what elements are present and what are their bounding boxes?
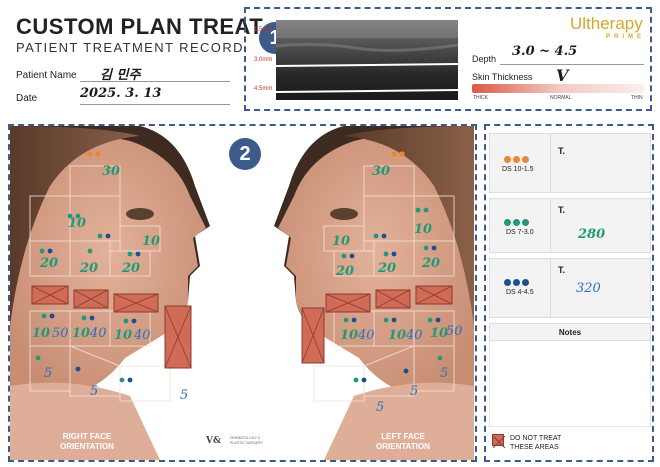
right-zone-jaw1-blue[interactable]: 50 bbox=[52, 326, 69, 341]
thin-label: THIN bbox=[631, 95, 643, 101]
left-zone-neck2-value[interactable]: 5 bbox=[410, 384, 419, 399]
thick-label: THICK bbox=[473, 95, 488, 101]
left-zone-jaw3-blue[interactable]: 50 bbox=[446, 324, 463, 339]
scale-label-mid: 3.0mm bbox=[254, 57, 273, 63]
notes-area[interactable] bbox=[489, 341, 651, 427]
do-not-treat-line1: DO NOT TREAT bbox=[510, 435, 562, 442]
legend-ds-2: DS 7-3.0 bbox=[506, 229, 534, 236]
right-zone-jaw2-blue[interactable]: 40 bbox=[90, 326, 107, 341]
normal-label: NORMAL bbox=[550, 95, 572, 101]
right-zone-forehead-value[interactable]: 30 bbox=[102, 164, 121, 179]
left-face-caption-line1: LEFT FACE bbox=[381, 432, 425, 441]
right-face-caption-line2: ORIENTATION bbox=[60, 442, 114, 451]
page-subtitle: PATIENT TREATMENT RECORD bbox=[16, 40, 244, 55]
depth-line bbox=[500, 64, 644, 65]
right-zone-eye-value[interactable]: 10 bbox=[142, 234, 161, 249]
right-zone-neck1-value[interactable]: 5 bbox=[44, 366, 53, 381]
legend-dots-green bbox=[504, 213, 531, 231]
right-zone-cheek1-value[interactable]: 20 bbox=[40, 256, 59, 271]
section-3-frame bbox=[484, 124, 654, 462]
left-zone-forehead-value[interactable]: 30 bbox=[372, 164, 391, 179]
notes-header: Notes bbox=[489, 323, 651, 341]
left-zone-eye-value[interactable]: 10 bbox=[332, 234, 351, 249]
clinic-logo-sub: DERMATOLOGY & PLASTIC SURGERY bbox=[230, 436, 263, 445]
left-zone-jaw3-value[interactable]: 10 bbox=[430, 326, 449, 341]
legend-row-2: DS 7-3.0 T. 280 bbox=[489, 198, 651, 253]
right-zone-neck2-value[interactable]: 5 bbox=[90, 384, 99, 399]
left-face-do-not-treat-crosses bbox=[301, 285, 453, 364]
legend-dots-navy bbox=[504, 273, 531, 291]
left-zone-cheek2-value[interactable]: 20 bbox=[378, 261, 397, 276]
left-face-caption-line2: ORIENTATION bbox=[376, 442, 430, 451]
legend-value-2[interactable]: 280 bbox=[578, 227, 606, 242]
patient-name-label: Patient Name bbox=[16, 70, 77, 81]
patient-name-line bbox=[80, 81, 230, 82]
left-zone-cheek1-value[interactable]: 20 bbox=[422, 256, 441, 271]
right-zone-jaw1-value[interactable]: 10 bbox=[32, 326, 51, 341]
left-zone-jaw2-value[interactable]: 10 bbox=[388, 328, 407, 343]
legend-dots-orange bbox=[504, 150, 531, 168]
legend-t-label-1: T. bbox=[558, 146, 566, 156]
left-face-caption: LEFT FACE ORIENTATION bbox=[348, 432, 458, 452]
skin-thickness-label: Skin Thickness bbox=[472, 72, 533, 82]
legend-divider-3 bbox=[550, 259, 551, 317]
legend-row-3: DS 4-4.5 T. 320 bbox=[489, 258, 651, 318]
depth-label: Depth bbox=[472, 54, 497, 64]
section-1-frame bbox=[244, 7, 652, 111]
left-zone-jaw1-value[interactable]: 10 bbox=[340, 328, 359, 343]
left-zone-neck3-value[interactable]: 5 bbox=[376, 400, 385, 415]
do-not-treat-swatch bbox=[492, 434, 506, 449]
legend-t-label-2: T. bbox=[558, 205, 566, 215]
right-zone-cheek3-value[interactable]: 20 bbox=[122, 261, 141, 276]
legend-ds-1: DS 10-1.5 bbox=[502, 166, 534, 173]
left-zone-jaw1-blue[interactable]: 40 bbox=[358, 328, 375, 343]
clinic-logo: V& bbox=[206, 436, 222, 446]
legend-t-label-3: T. bbox=[558, 265, 566, 275]
date-label: Date bbox=[16, 93, 38, 104]
section-2-frame bbox=[8, 124, 477, 462]
legend-divider-2 bbox=[550, 199, 551, 252]
date-line bbox=[80, 104, 230, 105]
left-zone-jaw2-blue[interactable]: 40 bbox=[406, 328, 423, 343]
scale-label-top: 1.5mm bbox=[254, 27, 273, 33]
left-zone-cheek3-value[interactable]: 20 bbox=[336, 264, 355, 279]
patient-name-value[interactable]: 김 민주 bbox=[100, 68, 141, 83]
page-title: CUSTOM PLAN TREAT bbox=[16, 14, 264, 39]
legend-ds-3: DS 4-4.5 bbox=[506, 289, 534, 296]
scale-label-bottom: 4.5mm bbox=[254, 86, 273, 92]
ultrasound-image bbox=[276, 20, 458, 100]
right-zone-neck3-value[interactable]: 5 bbox=[180, 388, 189, 403]
section-2-badge: 2 bbox=[229, 138, 261, 170]
left-zone-temple-value[interactable]: 10 bbox=[414, 222, 433, 237]
left-face-zones bbox=[313, 165, 455, 402]
do-not-treat-line2: THESE AREAS bbox=[510, 444, 559, 451]
right-face-do-not-treat-crosses bbox=[31, 285, 192, 369]
right-face-zones bbox=[29, 165, 171, 402]
right-face-caption-line1: RIGHT FACE bbox=[62, 432, 112, 441]
ultherapy-logo-sub: PRIME bbox=[606, 34, 646, 40]
right-zone-jaw3-blue[interactable]: 40 bbox=[134, 328, 151, 343]
skin-thickness-bar bbox=[472, 84, 644, 93]
right-face-dots bbox=[35, 151, 141, 383]
left-face-dots bbox=[341, 151, 443, 383]
right-zone-temple-value[interactable]: 10 bbox=[68, 216, 87, 231]
do-not-treat-text: DO NOT TREAT THESE AREAS bbox=[510, 434, 561, 452]
ultherapy-logo: Ultherapy bbox=[570, 14, 643, 33]
legend-divider-1 bbox=[550, 134, 551, 192]
date-value[interactable]: 2025. 3. 13 bbox=[80, 86, 162, 101]
right-face-caption: RIGHT FACE ORIENTATION bbox=[32, 432, 142, 452]
legend-row-1: DS 10-1.5 T. bbox=[489, 133, 651, 193]
skin-thickness-mark[interactable]: V bbox=[556, 66, 569, 85]
face-diagram: 30 10 10 20 20 20 10 10 10 5 5 5 50 40 4… bbox=[10, 126, 474, 460]
left-zone-neck1-value[interactable]: 5 bbox=[440, 366, 449, 381]
right-zone-jaw2-value[interactable]: 10 bbox=[72, 326, 91, 341]
depth-value[interactable]: 3.0 ~ 4.5 bbox=[512, 44, 578, 59]
legend-value-3[interactable]: 320 bbox=[576, 281, 601, 296]
right-zone-cheek2-value[interactable]: 20 bbox=[80, 261, 99, 276]
right-zone-jaw3-value[interactable]: 10 bbox=[114, 328, 133, 343]
